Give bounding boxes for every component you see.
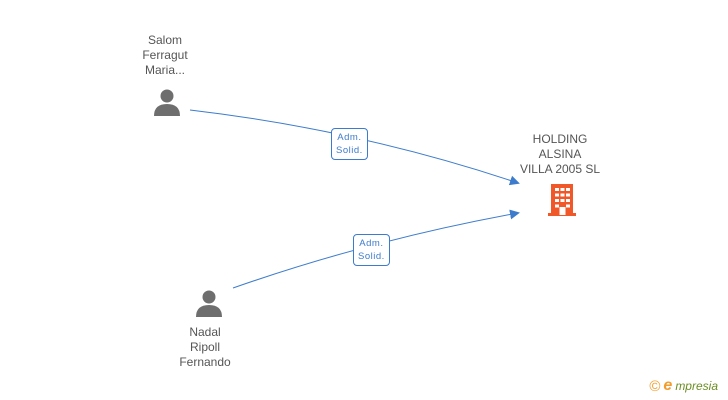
brand-logo[interactable]: © e mpresia (649, 377, 718, 395)
copyright-icon: © (649, 377, 661, 395)
company-name[interactable]: HOLDING ALSINA VILLA 2005 SL (519, 132, 601, 176)
edge-badge-person2[interactable]: Adm. Solid. (353, 234, 390, 266)
person2-person-icon[interactable] (194, 289, 224, 319)
company-building-icon[interactable] (547, 183, 577, 217)
person1-name[interactable]: Salom Ferragut Maria... (142, 33, 188, 77)
edge-badge-person1[interactable]: Adm. Solid. (331, 128, 368, 160)
person2-name[interactable]: Nadal Ripoll Fernando (179, 325, 231, 369)
brand-name: mpresia (675, 379, 718, 393)
person1-person-icon[interactable] (152, 88, 182, 118)
brand-initial: e (663, 377, 673, 394)
